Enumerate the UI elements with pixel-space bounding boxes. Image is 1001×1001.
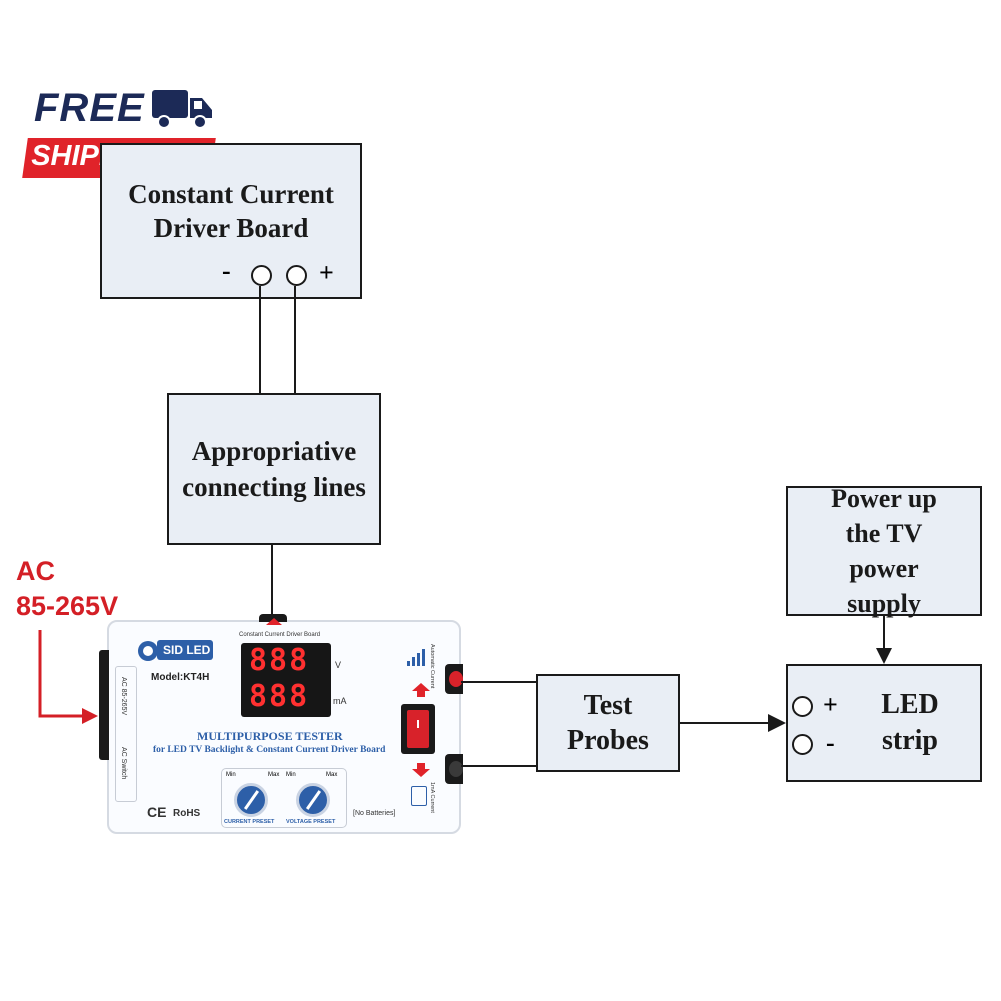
ac-port: [99, 650, 109, 760]
probes-line2: Probes: [567, 725, 649, 756]
display-label: Constant Current Driver Board: [239, 632, 321, 638]
power-led-arrowhead-icon: [876, 648, 892, 664]
multipurpose-tester: SID LED Model:KT4H AC 85-265V AC Switch …: [99, 614, 463, 834]
battery-icon: [411, 786, 427, 806]
wire-driver-minus: [259, 286, 261, 394]
ce-mark: CE: [147, 804, 167, 820]
power-supply-box: Power up the TV power supply: [786, 484, 982, 618]
ac-range-text: AC 85-265V: [120, 677, 127, 716]
test-probes-box: Test Probes: [536, 674, 680, 772]
led-strip-box: LED strip: [786, 664, 982, 782]
driver-terminal-plus: [286, 265, 307, 286]
led-plus-label: +: [823, 690, 838, 719]
ac-switch-text: AC Switch: [120, 747, 127, 780]
min-label-2: Min: [286, 772, 296, 778]
probe-jack-red[interactable]: [445, 664, 463, 694]
ac-label-line1: AC: [16, 556, 55, 586]
power-line2: the TV: [845, 519, 923, 548]
driver-board-box: Constant Current Driver Board: [100, 143, 362, 299]
auto-current-text: Automatic Current: [429, 644, 435, 689]
power-switch-rocker[interactable]: [407, 710, 429, 748]
ac-label-line2: 85-265V: [16, 591, 119, 621]
probe-jack-black[interactable]: [445, 754, 463, 784]
power-line1: Power up: [831, 484, 937, 513]
driver-minus-label: -: [222, 256, 231, 285]
preset-panel: Min Max Min Max CURRENT PRESET VOLTAGE P…: [221, 768, 347, 828]
brand-text: SID LED: [163, 643, 211, 657]
current-preset-label: CURRENT PRESET: [224, 819, 275, 825]
led-line1: LED: [881, 689, 939, 720]
truck-icon: [152, 90, 212, 129]
display-voltage-digits: 888: [249, 643, 310, 678]
unit-v: V: [335, 660, 342, 670]
tester-top-arrow-icon: [266, 618, 282, 625]
display-screen: 888 888: [241, 643, 331, 717]
brand-logo: SID LED: [157, 640, 213, 660]
led-terminal-minus: [792, 734, 813, 755]
connecting-line1: Appropriative: [191, 436, 357, 466]
signal-bars-icon: [407, 648, 427, 666]
wire-driver-plus: [294, 286, 296, 394]
rohs-mark: RoHS: [173, 808, 201, 819]
free-text: FREE: [34, 86, 145, 130]
voltage-preset-label: VOLTAGE PRESET: [286, 819, 336, 825]
side-switch-panel: AC 85-265V AC Switch: [115, 666, 137, 802]
min-label-1: Min: [226, 772, 236, 778]
wire-connecting-tester: [271, 545, 273, 621]
max-label-2: Max: [326, 772, 338, 778]
tester-title: MULTIPURPOSE TESTER: [197, 729, 343, 743]
up-arrow-icon: [412, 683, 430, 697]
wire-tester-probe-red: [461, 681, 537, 683]
power-switch[interactable]: [401, 704, 435, 754]
sid-led-logo-icon: [138, 641, 158, 661]
display-current-digits: 888: [249, 679, 310, 714]
driver-board-line2: Driver Board: [153, 213, 309, 243]
ac-arrow-icon: [38, 630, 98, 724]
no-batteries-text: [No Batteries]: [353, 810, 396, 817]
connecting-line2: connecting lines: [182, 472, 366, 502]
max-label-1: Max: [268, 772, 280, 778]
power-line4: supply: [847, 589, 921, 618]
led-terminal-plus: [792, 696, 813, 717]
wire-power-led: [883, 616, 885, 652]
wire-probes-led: [680, 722, 772, 724]
ma-current-text: 1mA Current: [429, 782, 435, 813]
probes-line1: Test: [583, 690, 633, 721]
down-arrow-icon: [412, 763, 430, 777]
driver-board-line1: Constant Current: [128, 179, 334, 209]
tester-top-bump: [259, 614, 287, 622]
tester-subtitle: for LED TV Backlight & Constant Current …: [153, 745, 386, 755]
current-preset-knob[interactable]: [234, 783, 268, 817]
wire-tester-probe-black: [461, 765, 537, 767]
driver-terminal-minus: [251, 265, 272, 286]
probes-led-arrowhead-icon: [768, 714, 786, 732]
power-line3: power: [849, 554, 919, 583]
driver-plus-label: +: [319, 258, 334, 287]
led-line2: strip: [882, 725, 938, 756]
led-minus-label: -: [826, 728, 835, 757]
unit-ma: mA: [333, 696, 347, 706]
connecting-lines-box: Appropriative connecting lines: [167, 393, 381, 545]
model-text: Model:KT4H: [151, 672, 210, 683]
voltage-preset-knob[interactable]: [296, 783, 330, 817]
